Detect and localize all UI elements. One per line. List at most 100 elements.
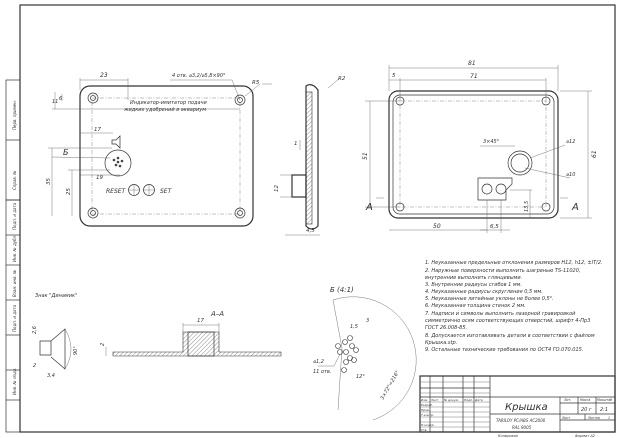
dim-label: 2,6	[32, 326, 38, 334]
sheets-count: 1	[608, 416, 610, 420]
technical-notes: 1. Неуказанные предельные отклонения раз…	[425, 260, 603, 353]
sheets-label: Листов	[587, 416, 600, 420]
dim-label: 2	[100, 343, 106, 346]
dim-label: 90°	[73, 346, 79, 355]
dim-label: 13,5	[524, 201, 530, 212]
led-note: жидких удобрений в аквариум	[123, 107, 206, 113]
set-label: SET	[160, 188, 173, 195]
header-cell: Подп.	[464, 398, 473, 402]
header-cell: Лит.	[563, 398, 571, 402]
dim-label: 23	[100, 72, 108, 79]
detail-b: Б (4:1) 1,5 3 ⌀1,2 11 отв. 12° 3×72°=216…	[313, 286, 417, 421]
dim-label: 5	[392, 73, 396, 79]
front-view: RESET SET 23 11 6 4 отв. ⌀3,2/⌀5,8×90° R…	[46, 72, 272, 227]
dim-label: 3×45°	[483, 139, 500, 145]
material-color: RAL 9005	[512, 425, 532, 430]
dim-label: 3×72°=216°	[380, 369, 402, 401]
dim-label: 1	[294, 141, 298, 147]
dim-label: 3	[366, 318, 369, 324]
rear-view: 81 71 5 51 61 3×45° ⌀12 ⌀10 13,5 50 6,5 …	[362, 60, 598, 233]
dim-label: 6,5	[490, 224, 499, 230]
speaker-holes	[104, 149, 132, 177]
section-mark-left: A	[365, 202, 373, 213]
strip-label: Перв. примен.	[12, 100, 17, 130]
dim-label: ⌀12	[566, 139, 575, 145]
section-a-a: А–А 17 2	[100, 310, 282, 357]
dim-label: R2	[338, 76, 346, 82]
dim-label: 1,5	[350, 324, 358, 330]
header-cell: Лист	[430, 398, 439, 402]
section-mark-right: A	[571, 202, 579, 213]
note-line: 6. Неуказанная толщина стенок 2 мм.	[425, 303, 526, 309]
sheet-label: Лист	[561, 416, 570, 420]
role-cell: Пров.	[421, 408, 430, 412]
speaker-sign-view: Знак "Динамик" 2,6 2 3,4 90°	[32, 293, 79, 379]
view-title: Б (4:1)	[330, 286, 354, 294]
note-line: 5. Неуказанные литейные уклоны не более …	[425, 296, 554, 302]
reset-label: RESET	[106, 188, 127, 195]
header-cell: Масса	[580, 398, 590, 402]
format-label: Формат A2	[575, 434, 596, 438]
strip-label: Подп. и дата	[12, 202, 17, 230]
side-view: R2 1 12 4,5	[274, 76, 346, 236]
note-line: 2. Наружные поверхности выполнить шагрен…	[425, 268, 580, 274]
dim-label: 19	[96, 175, 103, 181]
dim-label: 6	[59, 96, 62, 102]
part-name: Крышка	[505, 402, 548, 413]
left-strip: Перв. примен. Справ. № Подп. и дата Инв.…	[5, 79, 21, 433]
view-title: Знак "Динамик"	[35, 293, 77, 299]
view-title: А–А	[210, 310, 224, 318]
dim-label: 4,5	[306, 228, 315, 234]
title-block: Изм. Лист № докум. Подп. Дата Разраб. Пр…	[419, 375, 616, 438]
dim-label: 50	[433, 223, 441, 230]
note-line: 4. Неуказанные радиусы скругления 0,5 мм…	[425, 289, 543, 295]
speaker-icon	[111, 135, 121, 149]
dim-label: 25	[66, 188, 72, 195]
header-cell: Изм.	[421, 398, 428, 402]
role-cell: Разраб.	[421, 403, 433, 407]
dim-label: 2	[33, 363, 36, 369]
strip-label: Инв. № дубл.	[12, 235, 17, 262]
note-line: симметрично осям соответствующих отверст…	[425, 318, 590, 324]
dim-label: 12°	[356, 374, 365, 380]
scale-value: 2:1	[600, 407, 608, 413]
holes-note: 4 отв. ⌀3,2/⌀5,8×90°	[172, 73, 226, 79]
role-cell: Т.контр.	[421, 413, 434, 417]
led-note: Индикатор-имитатор подачи	[130, 100, 208, 106]
dim-label: 11 отв.	[313, 369, 331, 375]
copied-label: Копировал	[498, 434, 519, 438]
dim-label: R5	[252, 80, 260, 86]
dim-label: 17	[94, 127, 101, 133]
material: TARILOY PC/ABS AC2000	[496, 418, 546, 423]
strip-label: Инв. № подл.	[12, 367, 17, 395]
dim-label: 71	[470, 73, 478, 80]
dim-label: 17	[197, 318, 204, 324]
dim-label: 51	[362, 152, 369, 160]
dim-label: 12	[274, 185, 280, 192]
note-line: 8. Допускается изготавливать детали в со…	[425, 333, 595, 339]
dim-label: 11	[52, 99, 58, 105]
detail-mark: Б	[63, 148, 69, 157]
strip-label: Справ. №	[12, 171, 17, 190]
note-line: ГОСТ 26.008-85.	[425, 325, 467, 331]
dim-label: 81	[468, 60, 476, 67]
note-line: внутренние выполнить глянцевыми.	[425, 275, 522, 281]
dim-label: 35	[46, 178, 52, 185]
header-cell: Масштаб	[597, 398, 612, 402]
note-line: 7. Надписи и символы выполнить лазерной …	[425, 311, 576, 317]
mass-value: 20 г	[581, 407, 592, 413]
strip-label: Подп. и дата	[12, 304, 17, 332]
note-line: Крышка.stp.	[425, 340, 457, 346]
dim-label: 3,4	[47, 373, 55, 379]
dim-label: ⌀10	[566, 172, 575, 178]
role-cell: Утв.	[421, 428, 427, 432]
dim-label: 61	[591, 150, 598, 158]
note-line: 3. Внутренние радиусы сгибов 1 мм.	[425, 282, 522, 288]
header-cell: Дата	[474, 398, 483, 402]
note-line: 9. Остальные технические требования по О…	[425, 347, 583, 353]
dim-label: ⌀1,2	[313, 359, 324, 365]
role-cell: Н.контр.	[421, 423, 434, 427]
strip-label: Взам. инв. №	[12, 270, 17, 297]
